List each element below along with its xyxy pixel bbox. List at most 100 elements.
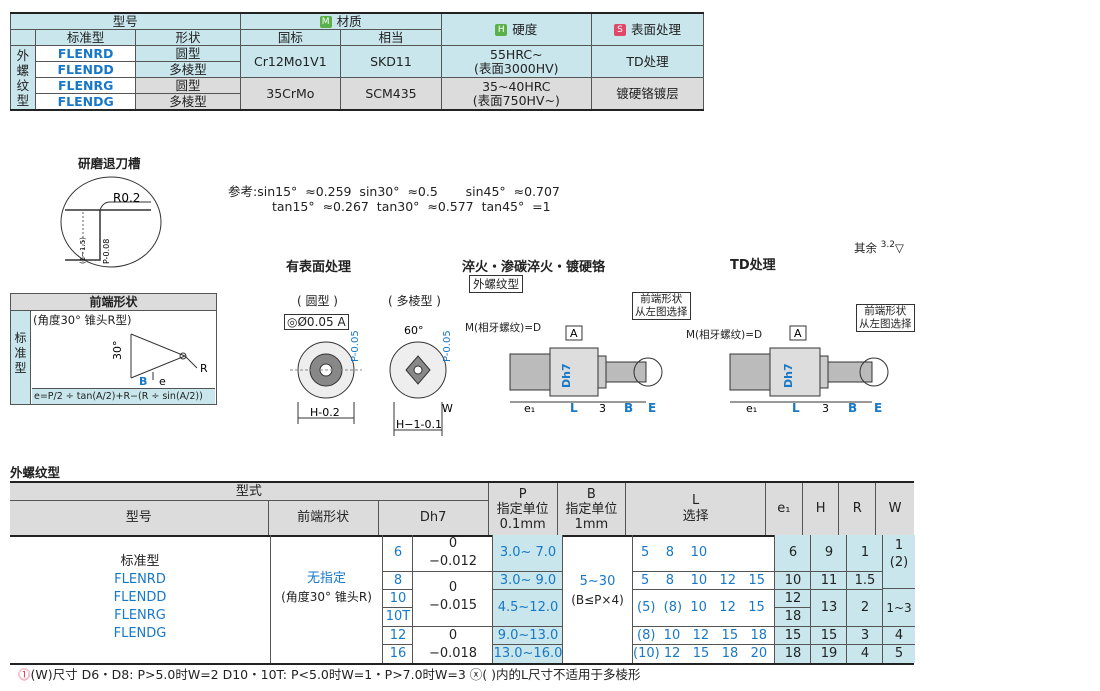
svg-text:H-0.2: H-0.2 — [310, 406, 340, 419]
td-thread: M(相牙螺纹)=D — [686, 329, 763, 341]
header-model: 型号 — [10, 500, 269, 537]
svg-text:P-0.05: P-0.05 — [350, 330, 361, 362]
td-title: TD处理 — [730, 258, 776, 273]
footnote: ⓵(W)尺寸 D6・D8: P>5.0时W=2 D10・10T: P<5.0时W… — [18, 667, 641, 682]
dimension-table-body: 标准型 FLENRD FLENDD FLENRG FLENDG 无指定 (角度3… — [10, 535, 915, 665]
grind-relief-diagram: R0.2 (1~1.5) P-0.08 — [60, 176, 162, 268]
round-poly-diagram: H-0.2 P-0.05 60° P-0.05 H−1-0.1 W — [290, 326, 453, 436]
tip-shape-title: 前端形状 — [11, 294, 216, 311]
tip-formula: e=P/2 ÷ tan(A/2)+R−(R ÷ sin(A/2)) — [32, 388, 215, 404]
svg-text:60°: 60° — [404, 326, 424, 337]
surface-cell: 镀硬铬镀层 — [590, 77, 705, 111]
svg-text:L: L — [792, 401, 800, 414]
reference-line2: tan15° ≈0.267 tan30° ≈0.577 tan45° =1 — [272, 199, 551, 214]
p-col: 3.0~ 7.0 3.0~ 9.0 4.5~12.0 9.0~13.0 13.0… — [492, 535, 563, 663]
tip-desc: (角度30° 锥头R型) — [33, 313, 132, 327]
model-cell: FLENRD — [34, 45, 137, 62]
quench-title: 淬火・渗碳淬火・镀硬铬 — [462, 260, 606, 275]
tip-cell: 无指定 (角度30° 锥头R) — [270, 535, 382, 663]
shape-cell: 圆型 — [135, 77, 241, 94]
header-e1: e₁ — [764, 481, 803, 537]
surface-cell: TD处理 — [590, 45, 705, 78]
svg-text:30°: 30° — [111, 341, 124, 361]
d-col: 6 8 10 10T 12 16 — [382, 535, 413, 663]
svg-text:P-0.08: P-0.08 — [102, 239, 111, 264]
svg-text:B: B — [139, 375, 147, 388]
svg-text:W: W — [442, 402, 453, 415]
td-tip-box: 前端形状从左图选择 — [856, 304, 915, 332]
warning-icon: ⓵ — [18, 667, 31, 682]
tip-side-label: 标准型 — [11, 311, 31, 404]
svg-text:E: E — [874, 401, 882, 414]
td-part-diagram: A Dh7 e₁ L 3 B E — [729, 325, 889, 414]
svg-text:P-0.05: P-0.05 — [442, 330, 453, 362]
header-b: B 指定单位 1mm — [556, 481, 627, 537]
h-col: 9 11 13 15 19 — [810, 535, 847, 663]
header-l: L 选择 — [625, 481, 766, 537]
b-col: 5~30 (B≤P×4) — [562, 535, 632, 663]
roughness-note: 其余 3.2▽ — [854, 240, 904, 255]
thread-type-box: 外螺纹型 — [469, 275, 523, 293]
hardness-cell: 35~40HRC (表面750HV~) — [440, 77, 592, 111]
svg-text:R: R — [200, 362, 208, 375]
quench-part-diagram: A Dh7 e₁ L 3 B E — [509, 325, 663, 414]
tip-shape-box: 前端形状 标准型 (角度30° 锥头R型) 30° R B e e=P/2 ÷ … — [10, 293, 217, 405]
shape-cell: 圆型 — [135, 45, 241, 62]
side-label: 外 螺 纹 型 — [10, 45, 36, 111]
svg-text:H−1-0.1: H−1-0.1 — [396, 418, 442, 431]
header-equiv: 相当 — [340, 29, 442, 46]
surface-title: 有表面处理 — [286, 260, 352, 275]
w-col: 1(2) 1~3 4 5 — [882, 535, 915, 663]
material-badge-icon: M — [319, 16, 332, 28]
hardness-badge-icon: H — [495, 24, 508, 36]
svg-text:B: B — [624, 401, 633, 414]
header-type: 型式 — [10, 481, 489, 501]
roughness-icon: ▽ — [894, 241, 904, 255]
grind-title: 研磨退刀槽 — [78, 156, 141, 171]
svg-text:e₁: e₁ — [746, 402, 757, 414]
header-tip: 前端形状 — [267, 500, 379, 537]
tip-shape-diagram: 30° R B e — [111, 333, 208, 388]
quench-tip-box: 前端形状从左图选择 — [632, 292, 691, 320]
header-shape: 形状 — [135, 29, 241, 46]
svg-text:E: E — [648, 401, 656, 414]
header-standard: 标准型 — [34, 29, 137, 46]
l-col: 5 8 10 5 8 10 12 15 (5) (8) 10 12 15 (8)… — [632, 535, 775, 663]
header-d: Dh7 — [377, 500, 489, 537]
grind-r-label: R0.2 — [113, 191, 140, 205]
model-cell: FLENDG — [34, 93, 137, 111]
gb-cell: 35CrMo — [239, 77, 342, 111]
svg-text:e₁: e₁ — [524, 402, 535, 414]
header-h: H — [801, 481, 840, 537]
model-list: 标准型 FLENRD FLENDD FLENRG FLENDG — [113, 554, 167, 641]
surface-badge-icon: S — [613, 24, 626, 36]
shape-cell: 多棱型 — [135, 93, 241, 111]
tolerance-frame: ◎Ø0.05 A — [284, 314, 349, 330]
svg-text:(1~1.5): (1~1.5) — [79, 237, 87, 264]
reference-note: 参考:sin15° ≈0.259 sin30° ≈0.5 sin45° ≈0.7… — [228, 184, 560, 199]
dimension-table: 型式 P 指定单位 0.1mm B 指定单位 1mm L 选择 e₁ H R W… — [10, 481, 914, 537]
shape-cell: 多棱型 — [135, 61, 241, 78]
model-cell: FLENDD — [34, 61, 137, 78]
header-w: W — [875, 481, 914, 537]
svg-text:L: L — [570, 401, 578, 414]
svg-text:A: A — [570, 327, 578, 340]
gb-cell: Cr12Mo1V1 — [239, 45, 342, 78]
model-cell: FLENRG — [34, 77, 137, 94]
equiv-cell: SCM435 — [340, 77, 442, 111]
svg-text:B: B — [848, 401, 857, 414]
svg-text:Dh7: Dh7 — [782, 363, 795, 388]
header-gb: 国标 — [239, 29, 342, 46]
quench-thread: M(相牙螺纹)=D — [465, 322, 542, 334]
main-section-title: 外螺纹型 — [10, 465, 61, 480]
e1-col: 6 10 12 18 15 18 — [774, 535, 811, 663]
round-label: ( 圆型 ) — [297, 294, 338, 308]
svg-text:3: 3 — [599, 402, 606, 414]
header-p: P 指定单位 0.1mm — [487, 481, 558, 537]
r-col: 1 1.5 2 3 4 — [846, 535, 883, 663]
svg-text:Dh7: Dh7 — [560, 363, 573, 388]
